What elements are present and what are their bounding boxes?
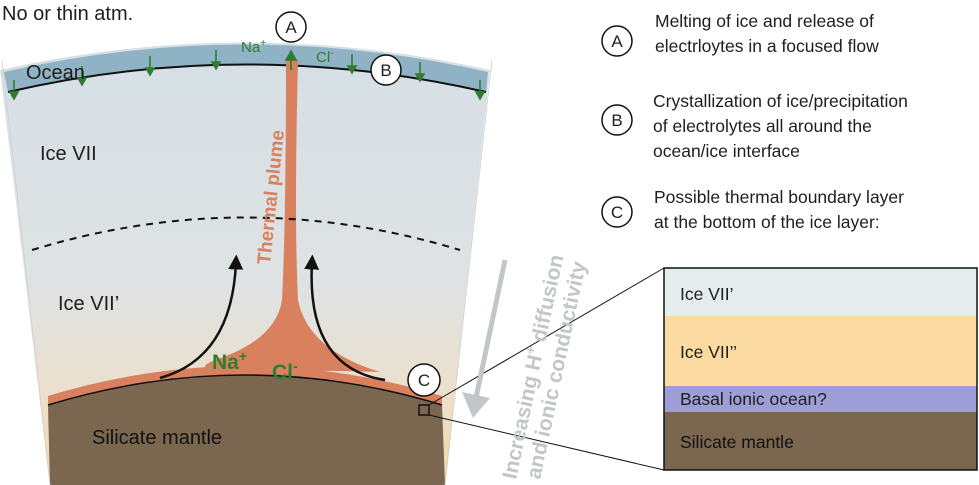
svg-text:Possible thermal boundary laye: Possible thermal boundary layer	[654, 187, 904, 207]
marker-a: A	[275, 11, 307, 43]
convection-arrow-left	[159, 254, 244, 380]
svg-text:C: C	[611, 203, 623, 222]
mantle-region	[48, 375, 445, 485]
warm-boundary-layer	[48, 366, 442, 405]
svg-text:of electrolytes all around the: of electrolytes all around the	[653, 116, 872, 136]
svg-text:at the bottom of the ice layer: at the bottom of the ice layer:	[654, 212, 880, 232]
zoom-line-top	[428, 267, 665, 406]
atmosphere-label: No or thin atm.	[2, 3, 133, 25]
svg-text:electrloytes in a focused flow: electrloytes in a focused flow	[655, 36, 879, 56]
legend-item-b: B Crystallization of ice/precipitation o…	[601, 91, 908, 161]
ice-vii-prime-label: Ice VII’	[58, 293, 119, 315]
convection-arrow-right	[304, 254, 386, 382]
svg-text:Crystallization of ice/precipi: Crystallization of ice/precipitation	[653, 91, 908, 111]
inset-stack: Ice VII’ Ice VII’’ Basal ionic ocean? Si…	[663, 267, 978, 471]
legend-item-c: C Possible thermal boundary layer at the…	[601, 187, 904, 232]
ocean-layer	[4, 44, 488, 92]
bottom-na-ion: Na+	[212, 348, 247, 374]
ice-region	[0, 42, 490, 485]
svg-text:C: C	[418, 371, 430, 390]
ice-vii-label: Ice VII	[40, 143, 97, 165]
mantle-interface	[47, 374, 443, 406]
inset-layer-ice-vii-prime: Ice VII’	[680, 284, 734, 304]
sector-edge-right	[444, 59, 493, 485]
inset-layer-mantle: Silicate mantle	[680, 432, 794, 452]
zoom-line-bottom	[428, 414, 665, 471]
svg-text:B: B	[380, 61, 391, 80]
precipitation-arrows	[8, 49, 486, 101]
thermal-plume	[205, 60, 380, 372]
bottom-cl-ion: Cl-	[272, 358, 298, 384]
svg-text:ocean/ice interface: ocean/ice interface	[653, 141, 800, 161]
inset-layer-ice-vii-double-prime: Ice VII’’	[680, 342, 737, 362]
marker-c: C	[407, 363, 441, 397]
inset-layer-basal-ocean: Basal ionic ocean?	[680, 389, 827, 409]
legend-item-a: A Melting of ice and release of electrlo…	[601, 11, 879, 57]
svg-text:Melting of ice and release of: Melting of ice and release of	[655, 11, 874, 31]
top-cl-ion: Cl-	[316, 48, 334, 66]
marker-b: B	[370, 54, 402, 86]
zoom-source-box	[418, 404, 430, 416]
svg-text:A: A	[285, 18, 297, 37]
svg-text:A: A	[611, 32, 623, 51]
diffusion-arrow	[462, 259, 508, 418]
mantle-label: Silicate mantle	[92, 427, 222, 449]
ocean-label: Ocean	[26, 62, 85, 84]
sector-edge-left	[1, 59, 51, 485]
svg-text:B: B	[611, 111, 622, 130]
top-na-ion: Na+	[241, 38, 266, 56]
